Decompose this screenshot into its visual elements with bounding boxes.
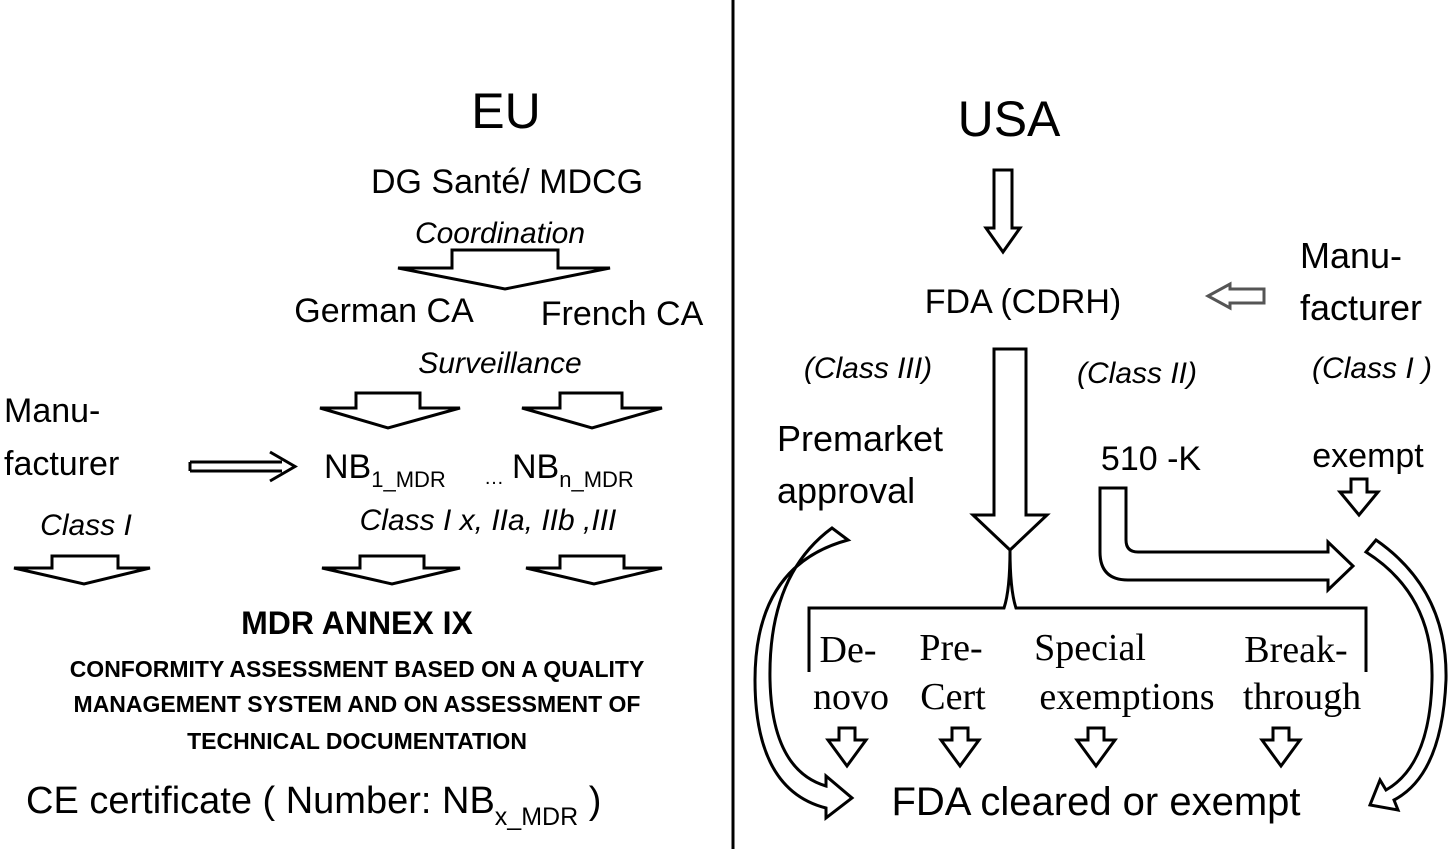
surveillance-arrow-french: [521, 391, 663, 430]
surveillance-label: Surveillance: [418, 347, 581, 380]
pathway-denovo-line1: De-: [820, 629, 877, 671]
class-i-arrow: [13, 554, 151, 586]
premarket-curved-arrow: [753, 526, 855, 822]
pathway-breakthrough-line2: through: [1243, 676, 1361, 718]
french-ca: French CA: [541, 295, 704, 333]
eu-class-i-label: Class I: [40, 509, 132, 542]
special-down-arrow: [1074, 726, 1118, 769]
pathway-special-line1: Special: [1034, 627, 1146, 669]
fda-cdrh: FDA (CDRH): [925, 283, 1121, 321]
usa-manufacturer-line1: Manu-: [1300, 235, 1402, 276]
eu-manufacturer-line2: facturer: [4, 445, 119, 483]
usa-manufacturer-line2: facturer: [1300, 287, 1422, 328]
manufacturer-to-fda-arrow: [1204, 281, 1266, 311]
annex-line-3: TECHNICAL DOCUMENTATION: [187, 728, 527, 754]
eu-title: EU: [471, 83, 540, 139]
precert-down-arrow: [938, 726, 982, 769]
annex-title: MDR ANNEX IX: [241, 605, 473, 641]
fda-central-arrow: [969, 347, 1051, 553]
premarket-line1: Premarket: [777, 418, 943, 459]
nb-1-down-arrow: [321, 554, 461, 586]
annex-line-2: MANAGEMENT SYSTEM AND ON ASSESSMENT OF: [74, 691, 641, 717]
k510-label: 510 -K: [1101, 440, 1201, 478]
eu-coordinator: DG Santé/ MDCG: [371, 163, 643, 201]
coordination-arrow: [397, 248, 611, 291]
pathway-breakthrough-line1: Break-: [1244, 629, 1347, 671]
manufacturer-to-nb-arrow: [188, 450, 298, 483]
pathway-special-line2: exemptions: [1039, 676, 1214, 718]
ce-certificate: CE certificate ( Number: NBx_MDR ): [26, 780, 601, 831]
k510-bent-arrow: [1098, 486, 1356, 594]
class-ii-label: (Class II): [1077, 357, 1197, 390]
usa-class-i-label: (Class I ): [1312, 352, 1432, 385]
pathways-brace: [807, 549, 1368, 672]
class-iii-label: (Class III): [804, 352, 932, 385]
eu-manufacturer-line1: Manu-: [4, 392, 100, 430]
surveillance-arrow-german: [319, 391, 461, 430]
eu-coordination-label: Coordination: [415, 217, 585, 250]
breakthrough-down-arrow: [1259, 726, 1303, 769]
denovo-down-arrow: [825, 726, 869, 769]
usa-title: USA: [958, 91, 1061, 147]
pathway-precert-line1: Pre-: [919, 627, 982, 669]
exempt-down-arrow: [1336, 477, 1382, 518]
annex-line-1: CONFORMITY ASSESSMENT BASED ON A QUALITY: [70, 656, 645, 682]
exempt-curved-arrow: [1363, 537, 1448, 812]
exempt-label: exempt: [1312, 437, 1424, 475]
pathway-precert-line2: Cert: [920, 676, 986, 718]
nb-ellipsis: …: [484, 467, 504, 489]
fda-cleared-outcome: FDA cleared or exempt: [891, 780, 1300, 824]
nb-n-label: NBn_MDR: [512, 448, 634, 492]
pathway-denovo-line2: novo: [813, 676, 889, 718]
german-ca: German CA: [294, 292, 474, 330]
usa-to-fda-arrow: [983, 168, 1023, 255]
nb-classes-label: Class I x, IIa, IIb ,III: [360, 504, 617, 537]
premarket-line2: approval: [777, 470, 915, 511]
nb-n-down-arrow: [525, 554, 663, 586]
nb-1-label: NB1_MDR: [324, 448, 446, 492]
